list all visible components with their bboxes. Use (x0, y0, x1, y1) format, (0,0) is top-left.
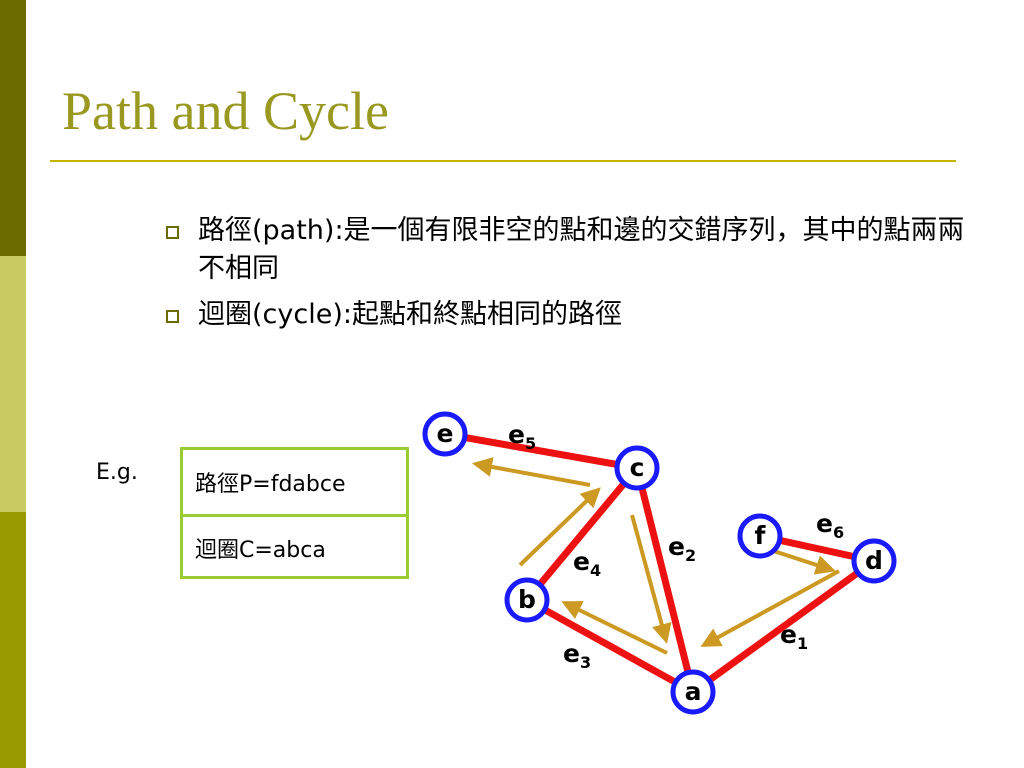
example-path: 路徑P=fdabce (195, 472, 346, 497)
vertex-label-e: e (437, 419, 454, 448)
vertex-circle (422, 411, 468, 457)
edge-label-e5: e5 (508, 420, 536, 453)
bullet-item-path: 路徑(path):是一個有限非空的點和邊的交錯序列，其中的點兩兩不相同 (166, 212, 986, 288)
side-strip-top (0, 0, 26, 256)
traversal-arrow-icon (630, 514, 672, 644)
example-label: E.g. (96, 460, 138, 485)
edge-label-e2: e2 (668, 532, 696, 565)
vertex-c: c (614, 445, 660, 491)
traversal-arrow-icon (561, 601, 668, 655)
square-bullet-icon (166, 310, 179, 323)
edge-e1 (689, 557, 878, 696)
edge-label-e3: e3 (563, 639, 591, 672)
slide-title: Path and Cycle (62, 81, 389, 141)
side-strip-bottom (0, 512, 26, 768)
vertex-f: f (737, 513, 783, 559)
vertex-a: a (670, 669, 716, 715)
edge-label-e4: e4 (573, 547, 601, 580)
vertex-circle (737, 513, 783, 559)
vertex-label-c: c (630, 453, 645, 482)
edge-e5 (441, 430, 641, 472)
vertex-label-a: a (685, 677, 702, 706)
vertex-circle (670, 669, 716, 715)
edge-e3 (523, 596, 697, 696)
traversal-arrow-icon (472, 457, 591, 487)
vertex-label-f: f (755, 521, 767, 550)
edge-e4 (523, 464, 641, 604)
bullet-text-path: 路徑(path):是一個有限非空的點和邊的交錯序列，其中的點兩兩不相同 (198, 215, 965, 284)
title-underline (50, 160, 956, 162)
square-bullet-icon (166, 226, 179, 239)
side-strip-middle (0, 256, 26, 512)
bullet-text-cycle: 迴圈(cycle):起點和終點相同的路徑 (198, 299, 622, 330)
vertex-circle (504, 577, 550, 623)
vertex-circle (614, 445, 660, 491)
vertex-label-d: d (865, 546, 883, 575)
edge-label-e1: e1 (780, 620, 808, 653)
traversal-arrow-icon (700, 569, 840, 647)
vertex-b: b (504, 577, 550, 623)
vertex-d: d (851, 538, 897, 584)
vertex-circle (851, 538, 897, 584)
vertex-label-b: b (518, 585, 536, 614)
traversal-arrow-icon (518, 487, 601, 567)
bullet-item-cycle: 迴圈(cycle):起點和終點相同的路徑 (166, 296, 986, 334)
example-cycle: 迴圈C=abca (183, 514, 406, 579)
edge-e2 (633, 464, 697, 696)
edge-label-e6: e6 (816, 509, 844, 542)
vertex-e: e (422, 411, 468, 457)
bullet-list: 路徑(path):是一個有限非空的點和邊的交錯序列，其中的點兩兩不相同 迴圈(c… (166, 212, 986, 342)
example-box: 路徑P=fdabce 迴圈C=abca (180, 447, 409, 579)
